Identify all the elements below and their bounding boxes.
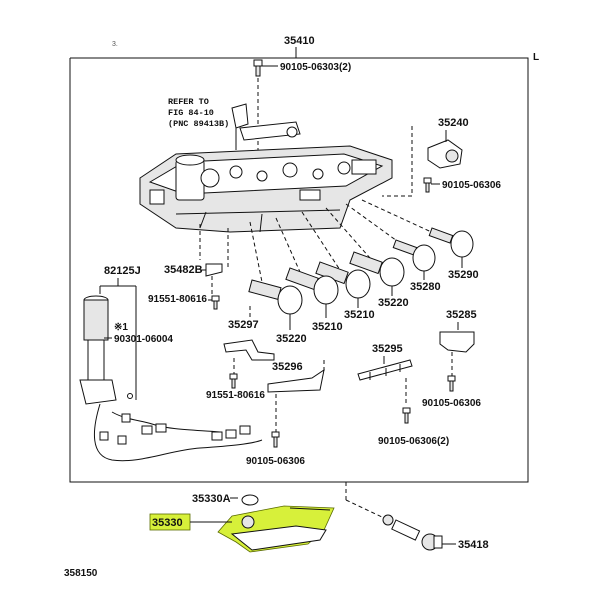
label-35220-left[interactable]: 35220 [276,333,307,345]
solenoid-35280-icon [392,239,436,272]
bolt-icon [253,59,263,77]
solenoid-35240-icon [427,130,463,169]
assembly-frame [69,57,529,483]
refer-note-line2: FIG 84-10 [168,108,214,118]
label-91551-80616-top[interactable]: 91551-80616 [148,294,207,305]
label-35330A[interactable]: 35330A [192,493,231,505]
label-90105-06306-2[interactable]: 90105-06306(2) [378,436,449,447]
connector-35418-icon [382,514,443,551]
solenoid-35220-left-icon [248,279,303,315]
label-82125J[interactable]: 82125J [104,265,141,277]
label-35482B[interactable]: 35482B [164,264,203,276]
corner-mark-top-right: L [533,52,539,63]
footer-code: 358150 [64,568,98,579]
label-35240[interactable]: 35240 [438,117,469,129]
solenoid-35210-left-icon [285,267,339,305]
label-35297[interactable]: 35297 [228,319,259,331]
bracket-35297-icon [223,339,275,361]
label-91551-80616-bottom[interactable]: 91551-80616 [206,390,265,401]
label-35210-right[interactable]: 35210 [344,309,375,321]
label-35330[interactable]: 35330 [152,517,183,529]
solenoid-35210-right-icon [315,261,371,299]
label-35220-right[interactable]: 35220 [378,297,409,309]
solenoid-35220-right-icon [349,251,405,287]
bolt-icon [229,373,238,389]
label-90301-06004[interactable]: 90301-06004 [114,334,173,345]
solenoid-35290-icon [428,227,474,258]
bolt-icon [402,407,411,424]
label-35280[interactable]: 35280 [410,281,441,293]
plate-35295-icon [357,359,413,381]
o-ring-icon [241,494,259,506]
wire-harness-icon [79,295,263,462]
detent-spring-icon [205,263,223,277]
refer-note-line1: REFER TO [168,97,209,107]
manual-valve-lever-icon [231,103,301,150]
label-90105-06306-right-top[interactable]: 90105-06306 [442,180,501,191]
label-35295[interactable]: 35295 [372,343,403,355]
label-35296[interactable]: 35296 [272,361,303,373]
bolt-icon [211,295,220,310]
label-35210-left[interactable]: 35210 [312,321,343,333]
corner-mark-top-left: 3. [112,41,118,48]
valve-body-icon [139,145,393,233]
plate-35285-icon [439,331,475,353]
bolt-icon [447,375,456,392]
label-90105-06303-2[interactable]: 90105-06303(2) [280,62,351,73]
label-35290[interactable]: 35290 [448,269,479,281]
bolt-icon [271,431,280,448]
label-90105-06306-bottom[interactable]: 90105-06306 [246,456,305,467]
label-35285[interactable]: 35285 [446,309,477,321]
plate-35296-icon [267,368,325,393]
bolt-icon [423,177,432,193]
oil-strainer-icon [230,507,331,551]
label-90105-06306-right[interactable]: 90105-06306 [422,398,481,409]
mark-x1: ※1 [114,322,128,333]
refer-note-line3: (PNC 89413B) [168,119,229,129]
label-35410[interactable]: 35410 [284,35,315,47]
label-35418[interactable]: 35418 [458,539,489,551]
